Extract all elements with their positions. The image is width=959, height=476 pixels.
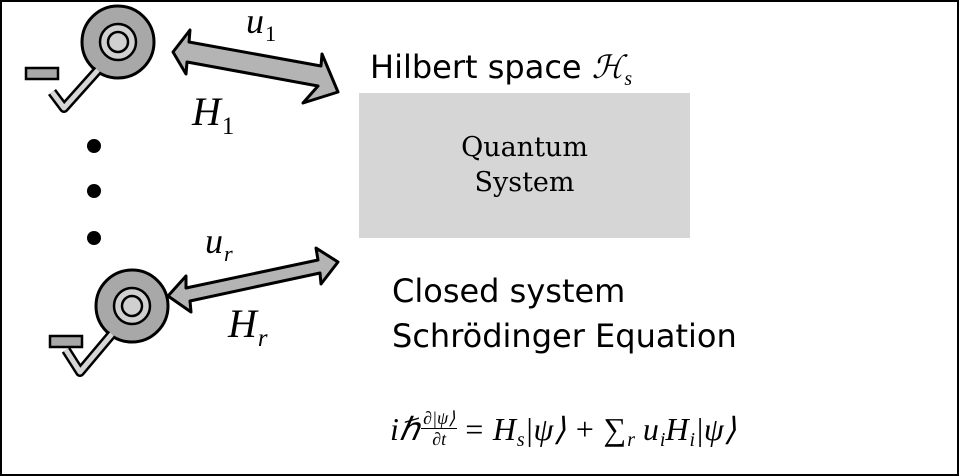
quantum-line-2: System — [474, 167, 575, 198]
control-u1-label: u1 — [246, 1, 277, 46]
eq-frac-denominator: ∂t — [432, 429, 447, 449]
quantum-line-1: Quantum — [461, 132, 588, 163]
bottom-double-arrow-icon — [166, 246, 340, 314]
hamiltonian-h1-label: H1 — [192, 89, 235, 140]
top-double-arrow-icon — [171, 28, 340, 105]
quantum-system-label: Quantum System — [359, 130, 690, 200]
eq-lhs-prefix: iℏ — [390, 410, 420, 447]
control-ur-label: ur — [205, 221, 233, 266]
hamiltonian-hr-label: Hr — [228, 301, 268, 352]
ellipsis-dot-3 — [87, 231, 101, 245]
ellipsis-dot-2 — [87, 184, 101, 198]
schrodinger-caption: Schrödinger Equation — [392, 317, 737, 355]
ellipsis-dot-1 — [87, 139, 101, 153]
hilbert-space-label: Hilbert space ℋs — [370, 48, 632, 90]
hilbert-text: Hilbert space — [370, 48, 592, 86]
schrodinger-equation: iℏ ∂|ψ⟩ ∂t = Hs|ψ⟩ + ∑r uiHi|ψ⟩ — [390, 408, 737, 452]
hilbert-symbol: ℋ — [591, 48, 624, 86]
eq-rhs: = Hs|ψ⟩ + ∑r uiHi|ψ⟩ — [463, 410, 737, 452]
bottom-control-knob-icon — [48, 268, 170, 377]
closed-system-caption: Closed system — [392, 272, 626, 310]
hilbert-subscript: s — [624, 67, 633, 90]
eq-fraction: ∂|ψ⟩ ∂t — [421, 408, 458, 449]
top-control-knob-icon — [24, 4, 156, 113]
quantum-system-box — [359, 93, 690, 238]
eq-frac-numerator: ∂|ψ⟩ — [421, 408, 458, 429]
